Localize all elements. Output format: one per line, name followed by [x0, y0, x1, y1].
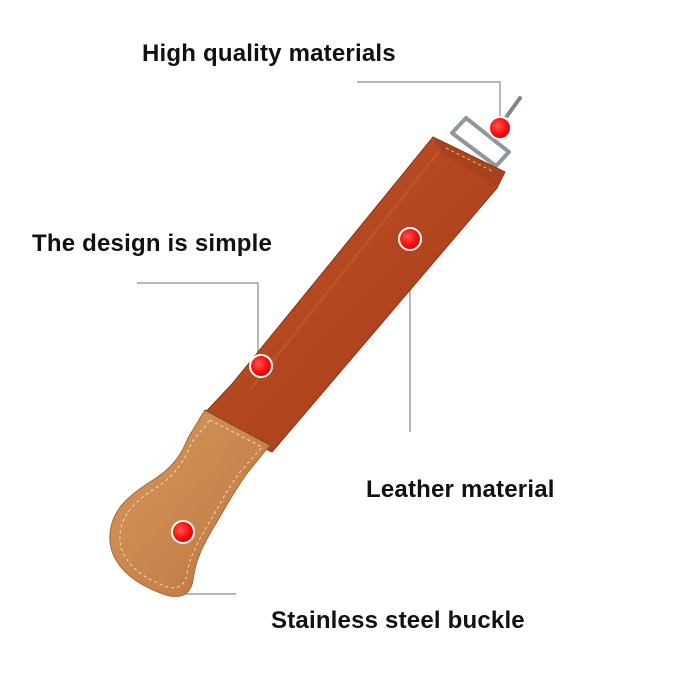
callout-line-design — [137, 282, 259, 366]
leather-strap — [199, 136, 506, 453]
callout-leather: Leather material — [366, 476, 555, 503]
callout-line-quality — [357, 81, 501, 128]
leather-handle — [109, 409, 271, 597]
callout-buckle: Stainless steel buckle — [271, 607, 525, 634]
marker-quality-dot — [488, 116, 512, 140]
callout-design: The design is simple — [32, 230, 273, 257]
marker-leather-dot — [398, 227, 422, 251]
marker-design-dot — [249, 354, 273, 378]
marker-dots — [171, 116, 512, 544]
callout-quality: High quality materials — [142, 40, 396, 67]
marker-buckle-dot — [171, 520, 195, 544]
